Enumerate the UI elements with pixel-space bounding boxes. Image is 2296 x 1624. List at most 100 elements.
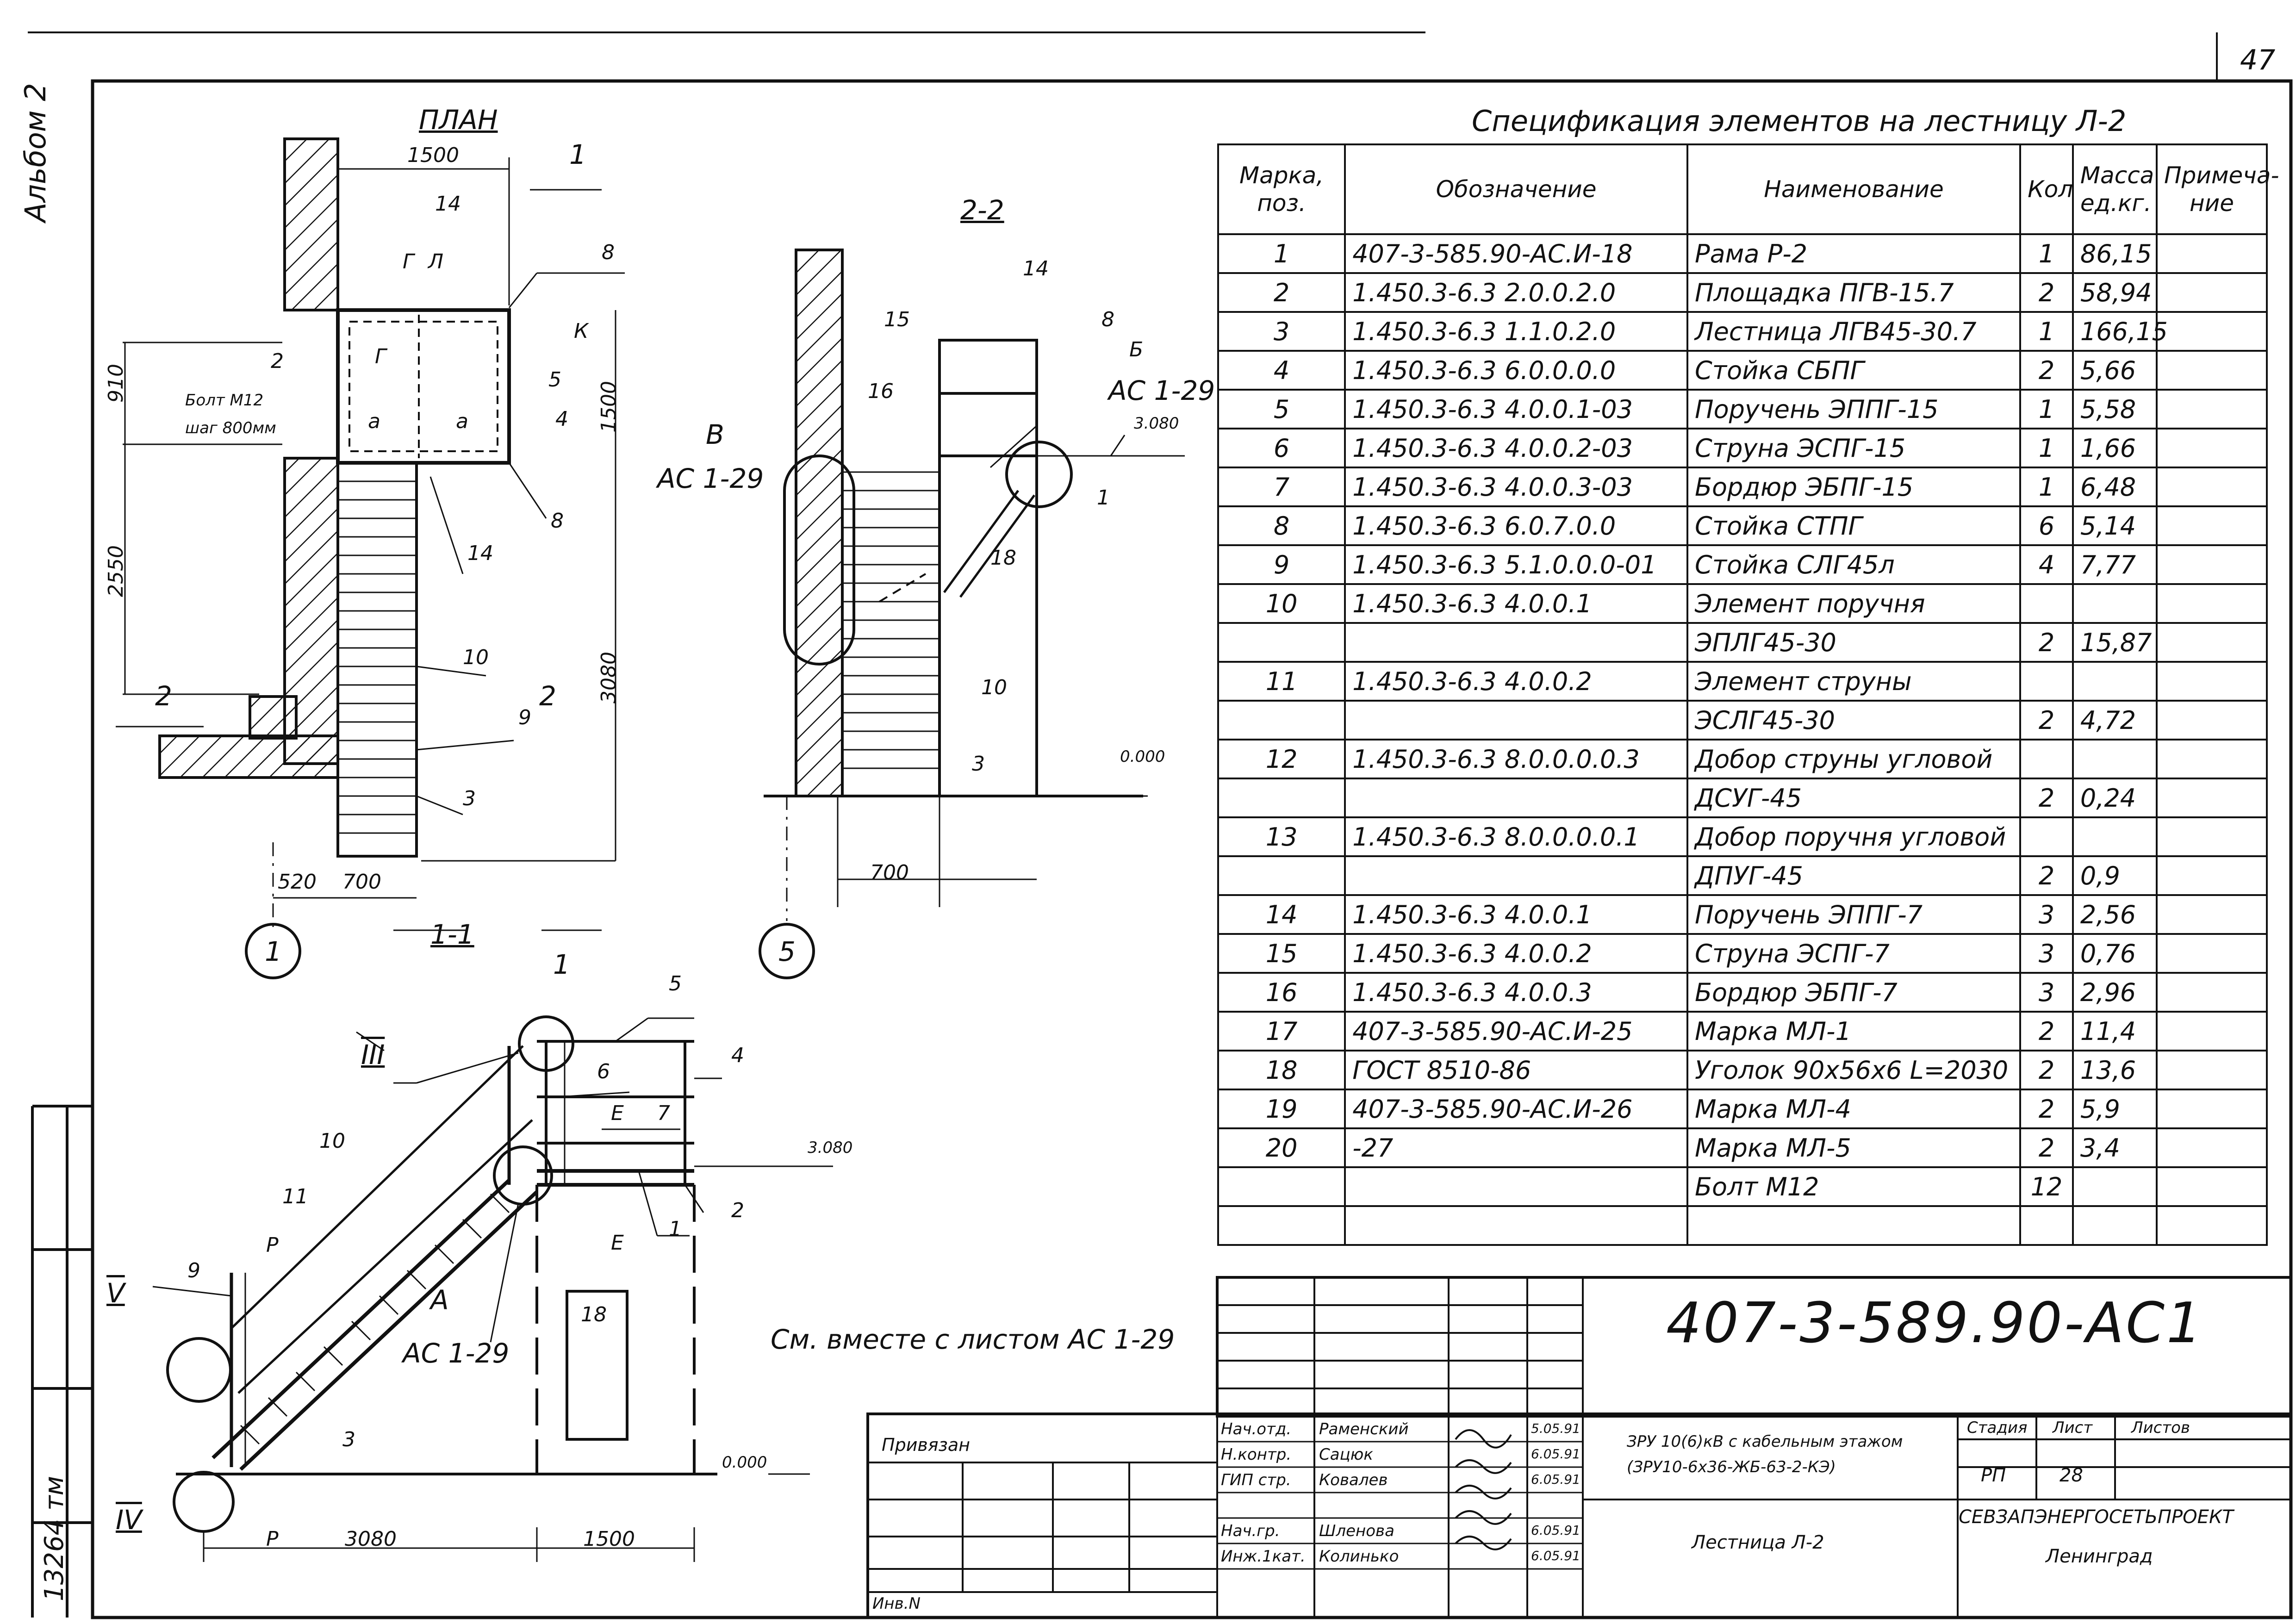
sec22-mark-B: Б — [1129, 338, 1144, 361]
role-1: Н.контр. — [1221, 1445, 1292, 1464]
spec-cell-note — [2155, 1205, 2268, 1246]
spec-cell-designation: 1.450.3-6.3 4.0.0.1 — [1344, 583, 1688, 624]
spec-cell-designation — [1344, 700, 1688, 740]
spec-cell-qty: 2 — [2019, 855, 2074, 896]
spec-cell-qty: 1 — [2019, 311, 2074, 352]
spec-cell-mass: 7,77 — [2072, 544, 2158, 585]
spec-header-qty: Кол — [2019, 143, 2074, 235]
spec-cell-mark: 4 — [1217, 350, 1346, 391]
spec-cell-name: Марка МЛ-1 — [1686, 1011, 2022, 1052]
sec22-pos-18: 18 — [990, 546, 1016, 570]
spec-cell-designation: 1.450.3-6.3 1.1.0.2.0 — [1344, 311, 1688, 352]
spec-cell-mass: 5,58 — [2072, 389, 2158, 429]
plan-title: ПЛАН — [419, 104, 498, 136]
plan-mark-G-inner: Г — [375, 345, 386, 368]
sec11-pos-7: 7 — [657, 1101, 670, 1125]
node-V-circle — [166, 1337, 232, 1403]
plan-section-2-right: 2 — [539, 680, 556, 712]
plan-footing — [249, 695, 298, 740]
name-2: Ковалев — [1319, 1471, 1388, 1489]
spec-cell-name: Стойка СБПГ — [1686, 350, 2022, 391]
plan-foundation — [158, 734, 339, 779]
sec11-pos-6: 6 — [597, 1060, 610, 1083]
spec-cell-designation: ГОСТ 8510-86 — [1344, 1050, 1688, 1090]
corner-number: 47 — [2240, 44, 2276, 76]
sec22-pos-1: 1 — [1097, 486, 1110, 510]
spec-cell-mass: 15,87 — [2072, 622, 2158, 663]
spec-cell-mass: 86,15 — [2072, 233, 2158, 274]
sec11-pos-18: 18 — [581, 1303, 607, 1326]
spec-cell-mass — [2072, 583, 2158, 624]
spec-cell-name: Элемент поручня — [1686, 583, 2022, 624]
sheet-name: Лестница Л-2 — [1692, 1532, 1824, 1553]
node-III-circle — [518, 1015, 574, 1072]
spec-cell-qty: 2 — [2019, 1011, 2074, 1052]
spec-cell-name: ДСУГ-45 — [1686, 778, 2022, 818]
spec-cell-note — [2155, 972, 2268, 1013]
plan-platform — [336, 308, 511, 465]
spec-cell-mass: 3,4 — [2072, 1127, 2158, 1168]
spec-cell-mark: 9 — [1217, 544, 1346, 585]
plan-stair — [336, 461, 418, 858]
spec-cell-note — [2155, 622, 2268, 663]
spec-cell-name: Элемент струны — [1686, 661, 2022, 702]
spec-cell-name: Стойка СЛГ45л — [1686, 544, 2022, 585]
spec-cell-designation — [1344, 1166, 1688, 1207]
spec-cell-name: Струна ЭСПГ-15 — [1686, 428, 2022, 468]
inv-label: Инв.N — [872, 1594, 921, 1613]
spec-title: Спецификация элементов на лестницу Л-2 — [1472, 104, 2127, 138]
spec-cell-mass: 0,76 — [2072, 933, 2158, 974]
linked-label: Привязан — [882, 1435, 970, 1455]
spec-cell-name: Стойка СТПГ — [1686, 505, 2022, 546]
spec-cell-mass: 0,24 — [2072, 778, 2158, 818]
sec11-mark-P-bottom: Р — [266, 1527, 279, 1551]
sec11-pos-5: 5 — [669, 972, 682, 996]
spec-cell-designation: 1.450.3-6.3 4.0.0.3 — [1344, 972, 1688, 1013]
spec-cell-mass: 13,6 — [2072, 1050, 2158, 1090]
see-also-note: См. вместе с листом АС 1-29 — [771, 1324, 1175, 1355]
sheet-label: Лист — [2053, 1419, 2093, 1437]
sec11-mark-A: А — [430, 1284, 449, 1316]
plan-mark-a-left: а — [368, 410, 380, 433]
spec-cell-qty: 2 — [2019, 272, 2074, 313]
project-line-2: (ЗРУ10-6х36-ЖБ-63-2-КЭ) — [1627, 1458, 1836, 1476]
section-2-2-title: 2-2 — [960, 194, 1004, 226]
spec-header-designation: Обозначение — [1344, 143, 1688, 235]
spec-cell-note — [2155, 544, 2268, 585]
spec-header-mass: Масса ед.кг. — [2072, 143, 2158, 235]
spec-cell-designation: 1.450.3-6.3 4.0.0.2-03 — [1344, 428, 1688, 468]
plan-bolt-step: шаг 800мм — [185, 419, 276, 437]
spec-cell-note — [2155, 505, 2268, 546]
spec-cell-mass: 1,66 — [2072, 428, 2158, 468]
spec-cell-name: Марка МЛ-4 — [1686, 1089, 2022, 1129]
city-name: Ленинград — [2046, 1546, 2153, 1567]
role-0: Нач.отд. — [1221, 1420, 1292, 1438]
spec-cell-mass: 58,94 — [2072, 272, 2158, 313]
plan-pos-5: 5 — [548, 368, 561, 392]
sec11-mark-E-bottom: Е — [611, 1231, 624, 1255]
spec-cell-mark — [1217, 700, 1346, 740]
sec11-pos-10: 10 — [319, 1129, 345, 1153]
spec-cell-note — [2155, 661, 2268, 702]
spec-cell-mark: 10 — [1217, 583, 1346, 624]
spec-cell-note — [2155, 311, 2268, 352]
spec-cell-mass — [2072, 1205, 2158, 1246]
spec-cell-mark: 14 — [1217, 894, 1346, 935]
sec11-pos-11: 11 — [282, 1185, 308, 1208]
sec22-pos-15: 15 — [884, 308, 910, 331]
spec-cell-mark: 6 — [1217, 428, 1346, 468]
spec-cell-qty: 1 — [2019, 428, 2074, 468]
date-1: 6.05.91 — [1531, 1446, 1580, 1462]
spec-cell-qty: 2 — [2019, 700, 2074, 740]
sec11-pos-4: 4 — [731, 1044, 744, 1067]
spec-cell-designation — [1344, 855, 1688, 896]
